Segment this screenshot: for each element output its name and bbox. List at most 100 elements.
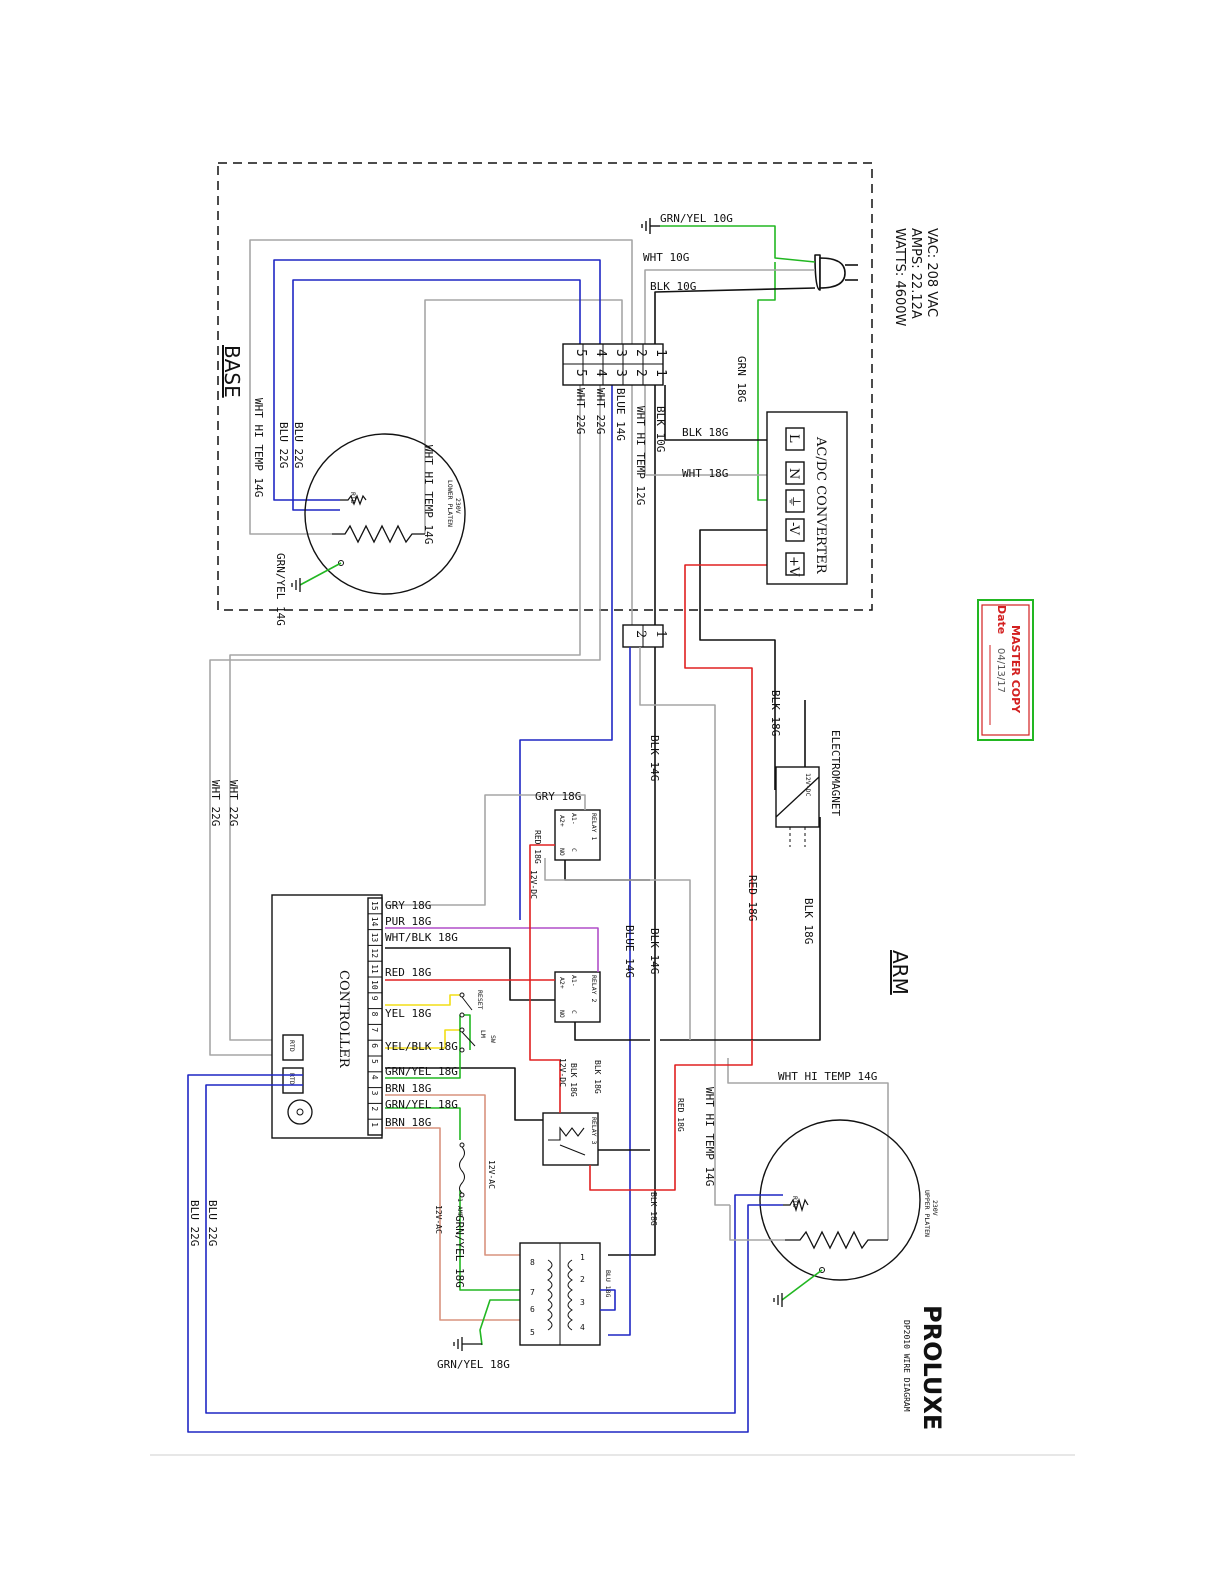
tx-pin-1: 1 xyxy=(580,1253,585,1262)
tx-pin-8: 8 xyxy=(530,1258,535,1267)
tb-5b: 5 xyxy=(573,369,588,377)
diagram-subtitle: DP2010 WIRE DIAGRAM xyxy=(902,1320,911,1412)
converter-N: N xyxy=(786,468,801,479)
lbl-blue-14g: BLUE 14G xyxy=(614,388,627,441)
tb-2a: 2 xyxy=(633,349,648,357)
wire-em-blk xyxy=(660,700,821,1041)
lbl-red-18g-v: RED 18G xyxy=(746,875,759,921)
terminal-block-arm: 2 1 xyxy=(622,624,668,648)
tx-pin-4: 4 xyxy=(580,1323,585,1332)
lbl-blk-10g-v: BLK 10G xyxy=(654,406,667,452)
lower-rtd-sensor xyxy=(340,494,367,506)
relay-1-label: RELAY 1 xyxy=(590,813,598,840)
lbl-blu-18g: BLU 18G xyxy=(604,1270,612,1297)
terminal-block-base: 5 5 4 4 3 3 2 2 1 1 xyxy=(562,343,668,386)
lbl-grn-yel-18g-t: GRN/YEL 18G xyxy=(453,1215,466,1288)
converter-posV: +V xyxy=(786,556,801,577)
tx-pin-3: 3 xyxy=(580,1298,585,1307)
lbl-wht-hi-temp-14g: WHT HI TEMP 14G xyxy=(252,398,265,497)
lbl-wht-hi-temp-12g: WHT HI TEMP 12G xyxy=(634,406,647,505)
wire-grn-yel-gnd xyxy=(479,1299,520,1346)
spec-amps: AMPS: 22.12A xyxy=(908,228,923,319)
wire-arm-wht-hi-temp xyxy=(727,1058,889,1240)
ground-icon-upper xyxy=(773,1293,783,1307)
wire-yel-18g xyxy=(385,994,462,1006)
power-plug-icon xyxy=(819,257,846,289)
wire-arm-blue-14g xyxy=(608,647,631,1336)
electromagnet: 12V-DC ELECTROMAGNET xyxy=(775,730,842,847)
relay-1-a2: A2+ xyxy=(558,815,566,827)
relay-1-c: C xyxy=(570,848,578,852)
master-copy-stamp: MASTER COPY Date 04/13/17 xyxy=(977,599,1034,741)
wire-whtblk-18g xyxy=(385,947,555,1001)
lbl-12v-dc-b: 12V-DC xyxy=(558,1058,567,1087)
ac-dc-converter: AC/DC CONVERTER L N ⏚ -V +V xyxy=(766,411,848,585)
wire-base-blue-14g xyxy=(519,385,613,920)
wire-blk-18g xyxy=(664,385,790,441)
lbl-c-yel: YEL 18G xyxy=(385,1007,431,1020)
wire-labels: GRN/YEL 10G WHT 10G BLK 10G GRN 18G BLK … xyxy=(188,212,877,1371)
wire-blu-18g-jumper xyxy=(600,1289,616,1311)
tx-pin-7: 7 xyxy=(530,1288,535,1297)
stamp-title: MASTER COPY xyxy=(1009,625,1022,714)
wire-blk-10g xyxy=(654,287,816,344)
ground-icon-lower xyxy=(291,578,301,592)
lbl-wht-hi-temp-14g-top: WHT HI TEMP 14G xyxy=(778,1070,877,1083)
lbl-blu-22g-b: BLU 22G xyxy=(292,422,305,468)
controller-terminal-1: 1 xyxy=(370,1122,379,1127)
wire-wht-10g xyxy=(644,269,815,344)
lbl-c-yelblk: YEL/BLK 18G xyxy=(385,1040,458,1053)
wire-lower-ground xyxy=(299,562,342,586)
controller-title: CONTROLLER xyxy=(336,970,351,1069)
lbl-grn-yel-18g-gnd: GRN/YEL 18G xyxy=(437,1358,510,1371)
lbl-red-18g-arm: RED 18G xyxy=(676,1098,685,1132)
lbl-blk-18g-relay3: BLK 18G xyxy=(569,1063,578,1097)
relay-1-no: NO xyxy=(558,848,566,856)
lbl-blk-18g-em: BLK 18G xyxy=(769,690,782,736)
relay-2-no: NO xyxy=(558,1010,566,1018)
relay-3: RELAY 3 xyxy=(542,1112,599,1166)
lbl-wht-hi-temp-14g-arm: WHT HI TEMP 14G xyxy=(703,1087,716,1186)
lbl-c-grnyel: GRN/YEL 18G xyxy=(385,1065,458,1078)
lower-heater-element xyxy=(332,524,425,544)
reset-label: RESET xyxy=(476,990,484,1010)
wire-blk-relay2 xyxy=(574,1022,650,1041)
limit-switch: LM SW xyxy=(459,1027,497,1053)
relay-3-label: RELAY 3 xyxy=(590,1117,598,1144)
lbl-wht-22g-b: WHT 22G xyxy=(574,388,587,434)
wire-blk-relay xyxy=(564,860,650,881)
lm-label: LM xyxy=(479,1030,487,1038)
lbl-blk-18g-bot: BLK 18G xyxy=(649,1192,658,1226)
controller-terminal-15: 15 xyxy=(370,901,379,911)
diagram-title: PROLUXE xyxy=(918,1305,946,1430)
wire-brn-18g xyxy=(385,1094,520,1256)
em-12vdc: 12V-DC xyxy=(804,773,812,797)
spec-watts: WATTS: 4600W xyxy=(892,228,907,327)
lbl-blk-18g-arm: BLK 18G xyxy=(802,898,815,944)
upper-rtd-label: RTD xyxy=(791,1196,799,1208)
lbl-wht-10g: WHT 10G xyxy=(643,251,689,264)
controller-terminal-11: 11 xyxy=(370,964,379,974)
lbl-c-pur: PUR 18G xyxy=(385,915,431,928)
ground-icon-tx xyxy=(453,1337,482,1351)
fuse-label: 1 AMP xyxy=(456,1198,464,1218)
upper-platen-name: UPPER PLATEN xyxy=(923,1190,931,1237)
tx-pin-5: 5 xyxy=(530,1328,535,1337)
lbl-wht-22g: WHT 22G xyxy=(594,388,607,434)
controller-terminal-12: 12 xyxy=(370,948,379,958)
wire-gry-18g xyxy=(385,794,586,906)
lbl-blu-22g-c2: BLU 22G xyxy=(188,1200,201,1246)
sw-label: SW xyxy=(489,1035,497,1043)
wire-brn-18g-b xyxy=(385,1127,520,1321)
controller-terminal-9: 9 xyxy=(370,996,379,1001)
lbl-blu-22g: BLU 22G xyxy=(277,422,290,468)
upper-heater-element xyxy=(785,1230,888,1250)
wire-grn-yel-10g xyxy=(660,225,816,263)
relay-2-a1: A1- xyxy=(570,975,578,987)
lbl-12v-ac-b: 12V-AC xyxy=(434,1205,443,1234)
relay-2-label: RELAY 2 xyxy=(590,975,598,1002)
tb-arm-1: 1 xyxy=(653,630,668,638)
wire-grn-yel-tx xyxy=(459,1190,520,1291)
controller-rtd2: RTD xyxy=(288,1073,296,1085)
